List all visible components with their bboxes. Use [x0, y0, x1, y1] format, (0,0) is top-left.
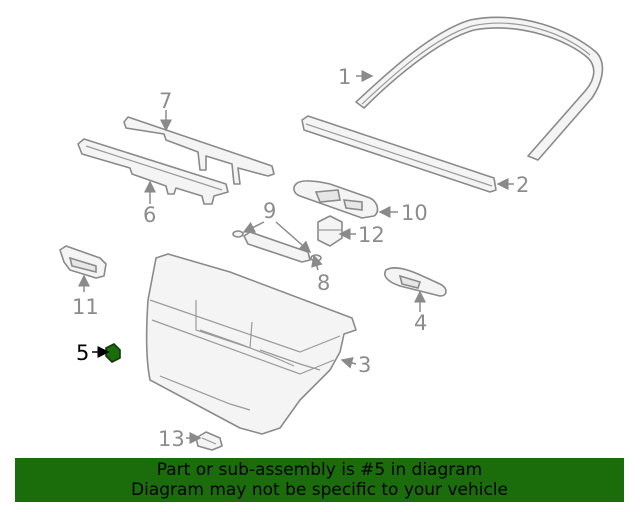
callout-7: 7 [159, 89, 172, 113]
callout-3: 3 [358, 353, 371, 377]
callout-5: 5 [76, 341, 89, 365]
part-8-9-pull-handle [232, 230, 322, 263]
callout-2: 2 [516, 173, 529, 197]
part-11-handle-cup [59, 245, 107, 279]
part-4-inside-handle [384, 267, 447, 297]
callout-6: 6 [143, 203, 156, 227]
leader-lines [78, 70, 514, 444]
part-3-door-trim-panel [145, 253, 357, 435]
callout-8: 8 [317, 271, 330, 295]
callout-13: 13 [158, 427, 185, 451]
part-10-switch-bezel [293, 180, 379, 219]
callout-4: 4 [414, 311, 427, 335]
callout-labels: 1 2 3 4 5 6 7 8 9 10 11 12 13 [72, 65, 529, 451]
callout-11: 11 [72, 295, 99, 319]
part-12-window-switch [317, 215, 343, 247]
callout-10: 10 [401, 201, 428, 225]
callout-1: 1 [338, 65, 351, 89]
part-1-window-weatherstrip [355, 16, 604, 161]
part-6-trim-panel [77, 138, 229, 205]
callout-9: 9 [263, 199, 276, 223]
part-2-belt-molding [301, 115, 497, 193]
banner-line-disclaimer: Diagram may not be specific to your vehi… [130, 480, 508, 500]
banner-line-part-number: Part or sub-assembly is #5 in diagram [156, 460, 483, 480]
part-5-clip-highlighted [105, 343, 121, 363]
part-7-trim-strip [123, 116, 275, 185]
callout-12: 12 [358, 223, 385, 247]
part-13-bezel [195, 431, 223, 451]
part-info-banner: Part or sub-assembly is #5 in diagram Di… [15, 458, 624, 502]
